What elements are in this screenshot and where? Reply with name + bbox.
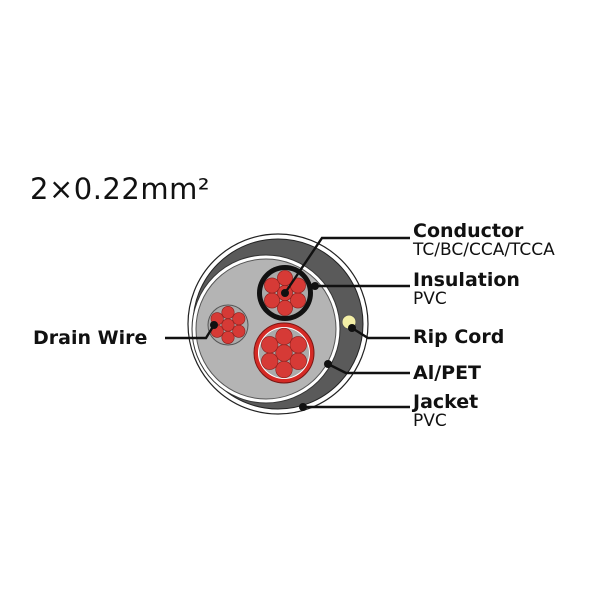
- conductor-2-strand: [275, 344, 293, 362]
- label-drain-wire: Drain Wire: [33, 327, 148, 349]
- conductor-2-strand: [275, 327, 293, 346]
- label-conductor: Conductor TC/BC/CCA/TCCA: [413, 222, 555, 260]
- conductor-1-strand: [264, 292, 280, 309]
- conductor-2-strand: [275, 360, 293, 379]
- conductor-material: TC/BC/CCA/TCCA: [413, 240, 555, 260]
- label-jacket: Jacket PVC: [413, 393, 478, 431]
- conductor-2-strand: [289, 336, 307, 354]
- conductor-2-strand: [261, 352, 279, 370]
- pointer-dot-jacket: [299, 403, 307, 411]
- pointer-dot-conductor: [281, 289, 289, 297]
- drain-wire-strand: [221, 305, 235, 319]
- al-pet-name: Al/PET: [413, 362, 482, 384]
- leader-conductor: [284, 236, 410, 294]
- rip-cord-name: Rip Cord: [413, 326, 505, 348]
- pointer-dot-insulation: [311, 282, 319, 290]
- insulation-material: PVC: [413, 289, 447, 309]
- conductor-1-strand: [264, 277, 280, 294]
- pointer-dot-drain-wire: [210, 321, 218, 329]
- conductor-2-strand: [261, 336, 279, 354]
- drain-wire-strand: [221, 318, 235, 332]
- leader-drain-wire: [165, 324, 216, 340]
- pointer-dot-rip-cord: [348, 324, 356, 332]
- conductor-2-strand: [289, 352, 307, 370]
- leader-rip-cord: [351, 326, 410, 340]
- leader-al-pet: [327, 362, 410, 375]
- jacket-name: Jacket: [413, 391, 479, 413]
- jacket-material: PVC: [413, 411, 447, 431]
- drain-wire-strand: [221, 330, 235, 344]
- conductor-1-strand: [290, 292, 306, 309]
- drain-wire-strand: [232, 312, 246, 326]
- insulation-name: Insulation: [413, 269, 520, 291]
- drain-wire-strand: [232, 324, 246, 338]
- pointer-dot-al-pet: [324, 360, 332, 368]
- cable-spec-title: 2×0.22mm²: [30, 172, 210, 206]
- label-al-pet: Al/PET: [413, 364, 481, 383]
- conductor-name: Conductor: [413, 220, 524, 242]
- conductor-1-strand: [277, 300, 293, 316]
- conductor-1-strand: [277, 270, 293, 286]
- label-insulation: Insulation PVC: [413, 271, 520, 309]
- label-rip-cord: Rip Cord: [413, 328, 504, 347]
